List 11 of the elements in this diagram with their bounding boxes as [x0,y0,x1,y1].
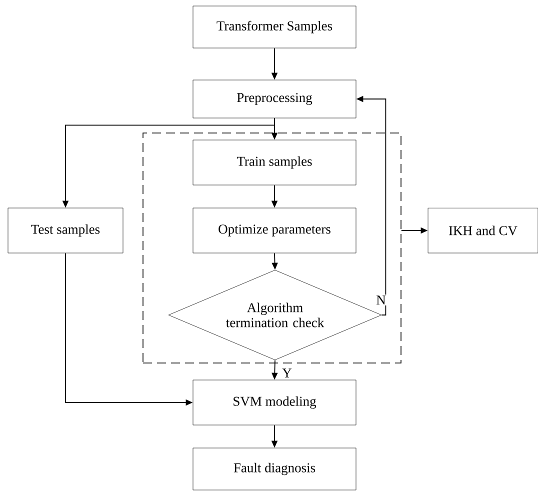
edge-label: Y [281,368,293,378]
process-box: Transformer Samples [192,6,356,48]
process-box: SVM modeling [192,380,356,426]
edge-label: N [375,294,387,306]
dashed-frame [142,132,402,364]
process-box: Train samples [192,140,356,186]
process-box: IKH and CV [428,208,538,254]
process-box: Test samples [8,208,124,254]
process-box: Optimize parameters [192,208,356,254]
process-box: Preprocessing [192,80,356,118]
process-box: Fault diagnosis [192,448,356,490]
